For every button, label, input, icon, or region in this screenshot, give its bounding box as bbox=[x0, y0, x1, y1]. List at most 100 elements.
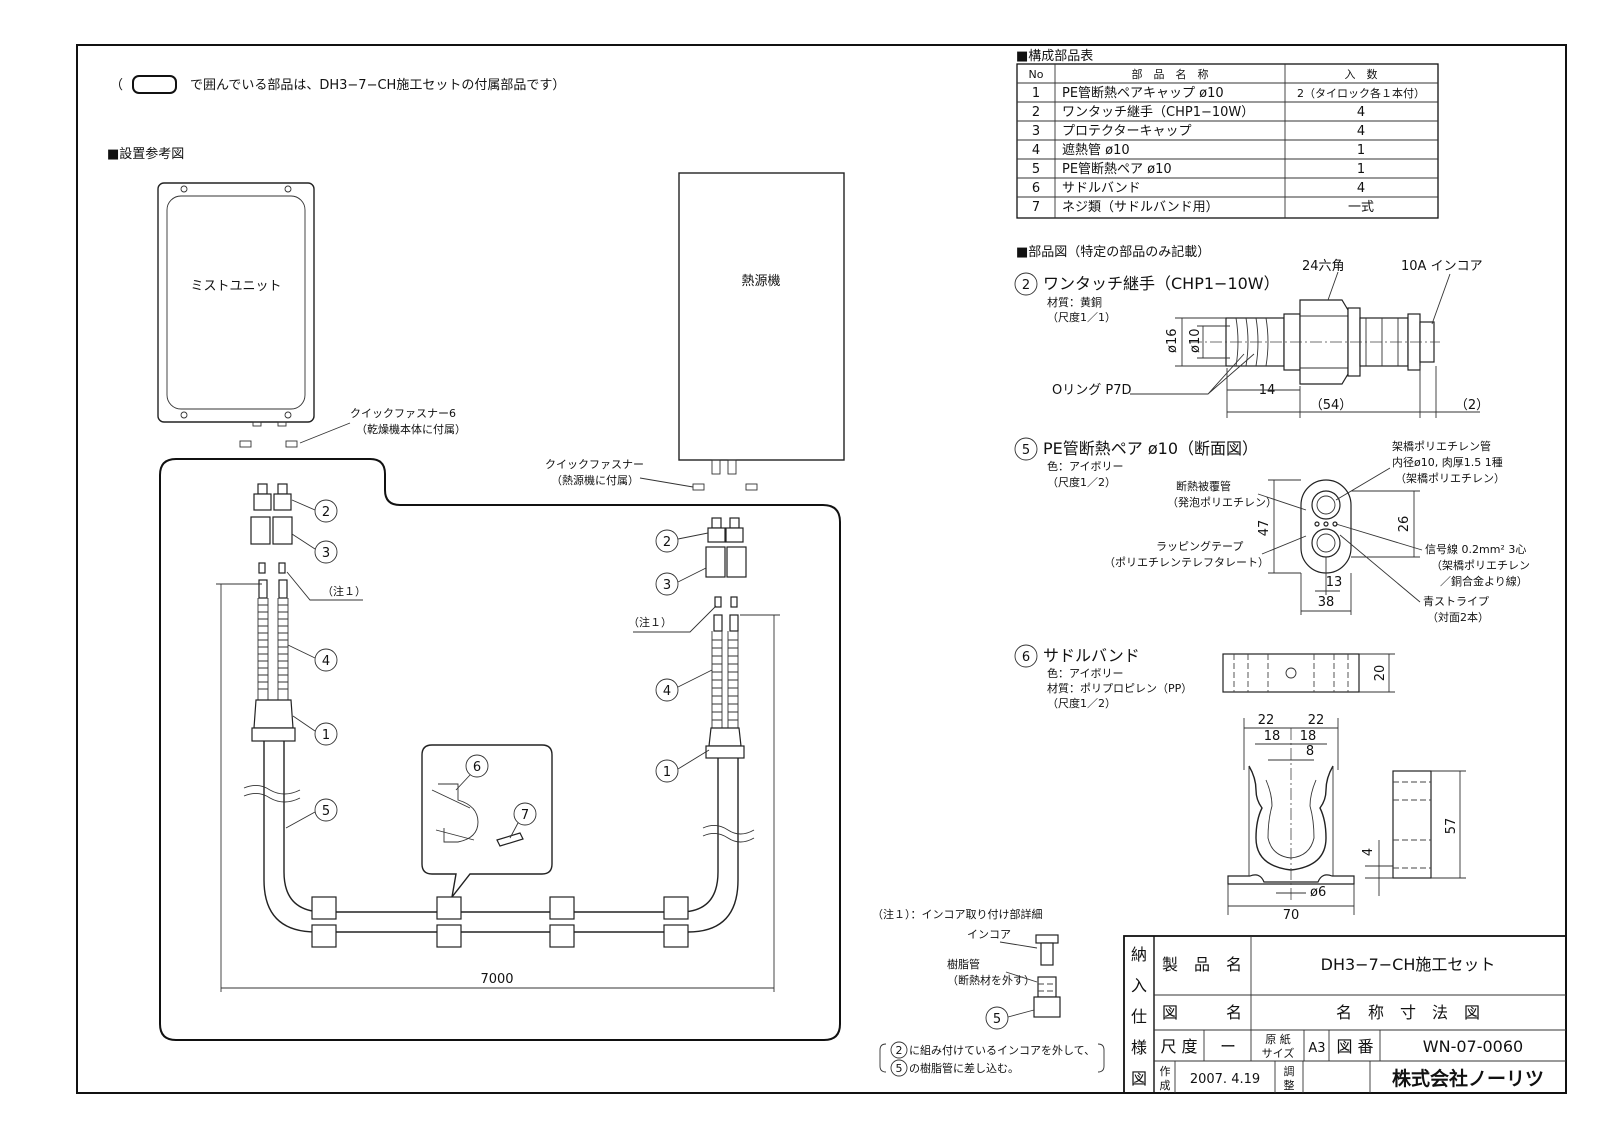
balloon-5-left: 5 bbox=[285, 798, 338, 829]
balloon-2-right: 2 bbox=[655, 529, 709, 553]
note-instr-1-text: に組み付けているインコアを外して、 bbox=[909, 1044, 1095, 1057]
part2-material: 材質：黄銅 bbox=[1047, 295, 1102, 309]
install-balloons: 2 3 4 1 5 2 3 4 1 6 7 bbox=[285, 499, 713, 839]
saddle-detail-bubble bbox=[421, 744, 553, 898]
install-title: ■設置参考図 bbox=[107, 146, 184, 162]
part5-pipe: 架橋ポリエチレン管 bbox=[1392, 439, 1491, 453]
tb-paper-label-2: サイズ bbox=[1262, 1046, 1295, 1060]
parts-table: No 部 品 名 称 入 数 1 PE管断熱ペアキャップ ø10 2（タイロック… bbox=[1016, 63, 1439, 219]
part5-wrap: ラッピングテープ bbox=[1156, 539, 1243, 553]
pe-pair-pipe bbox=[243, 741, 755, 948]
part5-insul: 断熱被覆管 bbox=[1176, 479, 1231, 493]
part6-diagram: 6 サドルバンド 色：アイボリー 材質：ポリプロピレン（PP） （尺度1／2） … bbox=[1014, 644, 1466, 923]
table-row-4-name: 遮熱管 ø10 bbox=[1062, 142, 1130, 158]
part2-incore: 10A インコア bbox=[1401, 259, 1483, 274]
qf-label: クイックファスナー bbox=[545, 458, 644, 471]
part6-dim57: 57 bbox=[1444, 818, 1459, 835]
balloon-4-right: 4 bbox=[655, 669, 713, 702]
tb-scale-label: 尺 度 bbox=[1160, 1037, 1197, 1056]
table-row-4-no: 4 bbox=[1032, 143, 1040, 158]
tb-drawing-value: 名 称 寸 法 図 bbox=[1336, 1003, 1480, 1022]
note-instr-1-num: 2 bbox=[896, 1044, 903, 1057]
mist-unit: ミストユニット bbox=[157, 182, 315, 448]
table-row-5-no: 5 bbox=[1032, 162, 1040, 177]
balloon-3-right: 3 bbox=[655, 567, 707, 596]
svg-text:6: 6 bbox=[473, 760, 481, 775]
note-detail-title: （注１）：インコア取り付け部詳細 bbox=[872, 907, 1043, 921]
part5-dim38: 38 bbox=[1318, 595, 1335, 610]
tb-made-label-2: 成 bbox=[1160, 1079, 1171, 1092]
note1-right-label: （注１） bbox=[628, 615, 672, 629]
part5-signal-sub2: ／銅合金より線） bbox=[1440, 574, 1528, 588]
part6-scale: （尺度1／2） bbox=[1047, 696, 1116, 710]
part6-dim6: ø6 bbox=[1310, 885, 1326, 900]
qf6-note: （乾燥機本体に付属） bbox=[356, 422, 466, 436]
table-row-5-qty: 1 bbox=[1357, 162, 1365, 177]
table-header-no: No bbox=[1029, 68, 1044, 81]
part5-dim13: 13 bbox=[1326, 575, 1343, 590]
table-row-2-no: 2 bbox=[1032, 105, 1040, 120]
length-dimension: 7000 bbox=[216, 583, 780, 992]
length-value: 7000 bbox=[480, 972, 513, 987]
part2-hex: 24六角 bbox=[1302, 259, 1345, 274]
part2-d16: ø16 bbox=[1165, 329, 1180, 354]
left-fittings bbox=[250, 483, 296, 742]
right-fittings bbox=[705, 517, 747, 759]
note-instr-2-text: の樹脂管に差し込む。 bbox=[909, 1061, 1019, 1075]
part5-scale: （尺度1／2） bbox=[1047, 475, 1116, 489]
part6-dim22a: 22 bbox=[1258, 713, 1275, 728]
balloon-1-right: 1 bbox=[655, 749, 710, 783]
svg-text:3: 3 bbox=[322, 546, 330, 561]
table-row-2-qty: 4 bbox=[1357, 105, 1365, 120]
tb-side-3: 仕 bbox=[1131, 1007, 1147, 1026]
table-header-name: 部 品 名 称 bbox=[1132, 67, 1209, 81]
balloon-3-left: 3 bbox=[291, 533, 338, 564]
heat-source-label: 熱源機 bbox=[741, 274, 780, 289]
tb-made-label-1: 作 bbox=[1160, 1065, 1171, 1078]
tb-adjust-label-1: 調 bbox=[1284, 1064, 1295, 1078]
part6-name: サドルバンド bbox=[1043, 646, 1140, 665]
header-note-text: で囲んでいる部品は、DH3−7−CH施工セットの付属部品です） bbox=[190, 78, 565, 93]
table-row-5-name: PE管断熱ペア ø10 bbox=[1062, 162, 1172, 177]
note-detail-balloon: 5 bbox=[993, 1012, 1001, 1027]
table-row-6-qty: 4 bbox=[1357, 181, 1365, 196]
table-row-1-no: 1 bbox=[1032, 86, 1040, 101]
part5-pipe-sub: （架橋ポリエチレン） bbox=[1395, 471, 1505, 485]
table-row-2-name: ワンタッチ継手（CHP1−10W） bbox=[1062, 105, 1254, 120]
tb-side-4: 様 bbox=[1131, 1038, 1147, 1057]
part5-balloon: 5 bbox=[1022, 443, 1030, 458]
table-row-7-no: 7 bbox=[1032, 200, 1040, 215]
part2-name: ワンタッチ継手（CHP1−10W） bbox=[1043, 274, 1280, 293]
balloon-6-detail: 6 bbox=[455, 754, 489, 791]
part2-d10: ø10 bbox=[1188, 329, 1203, 354]
part6-dim22b: 22 bbox=[1308, 713, 1325, 728]
part5-wrap-sub: （ポリエチレンテレフタレート） bbox=[1104, 556, 1269, 569]
table-row-3-qty: 4 bbox=[1357, 124, 1365, 139]
tb-number-value: WN-07-0060 bbox=[1423, 1037, 1523, 1056]
part6-material: 材質：ポリプロピレン（PP） bbox=[1047, 681, 1192, 695]
tb-drawing-label: 図 名 bbox=[1162, 1003, 1242, 1022]
part5-signal-sub1: （架橋ポリエチレン bbox=[1431, 558, 1530, 572]
parts-table-title: ■構成部品表 bbox=[1016, 49, 1093, 64]
svg-text:2: 2 bbox=[322, 505, 330, 520]
tb-side-1: 納 bbox=[1131, 945, 1147, 964]
part2-dim2: （2） bbox=[1455, 398, 1489, 413]
tb-paper-value: A3 bbox=[1308, 1041, 1325, 1056]
table-row-7-qty: 一式 bbox=[1348, 200, 1374, 215]
table-row-6-name: サドルバンド bbox=[1062, 181, 1141, 196]
table-row-4-qty: 1 bbox=[1357, 143, 1365, 158]
part2-diagram: 2 ワンタッチ継手（CHP1−10W） 材質：黄銅 （尺度1／1） 24六角 1… bbox=[1014, 259, 1489, 418]
tb-adjust-label-2: 整 bbox=[1284, 1078, 1295, 1092]
part6-balloon: 6 bbox=[1022, 650, 1030, 665]
svg-text:2: 2 bbox=[663, 535, 671, 550]
table-header-qty: 入 数 bbox=[1345, 68, 1378, 81]
parts-diagram-title: ■部品図（特定の部品のみ記載） bbox=[1016, 244, 1210, 260]
table-row-6-no: 6 bbox=[1032, 181, 1040, 196]
part5-name: PE管断熱ペア ø10（断面図） bbox=[1043, 439, 1258, 458]
part6-dim18b: 18 bbox=[1300, 729, 1317, 744]
sheet-border bbox=[76, 44, 1567, 1094]
svg-text:4: 4 bbox=[322, 654, 330, 669]
header-note-frame-sample bbox=[132, 75, 177, 94]
table-row-7-name: ネジ類（サドルバンド用） bbox=[1062, 200, 1219, 215]
tb-side-2: 入 bbox=[1131, 976, 1147, 995]
